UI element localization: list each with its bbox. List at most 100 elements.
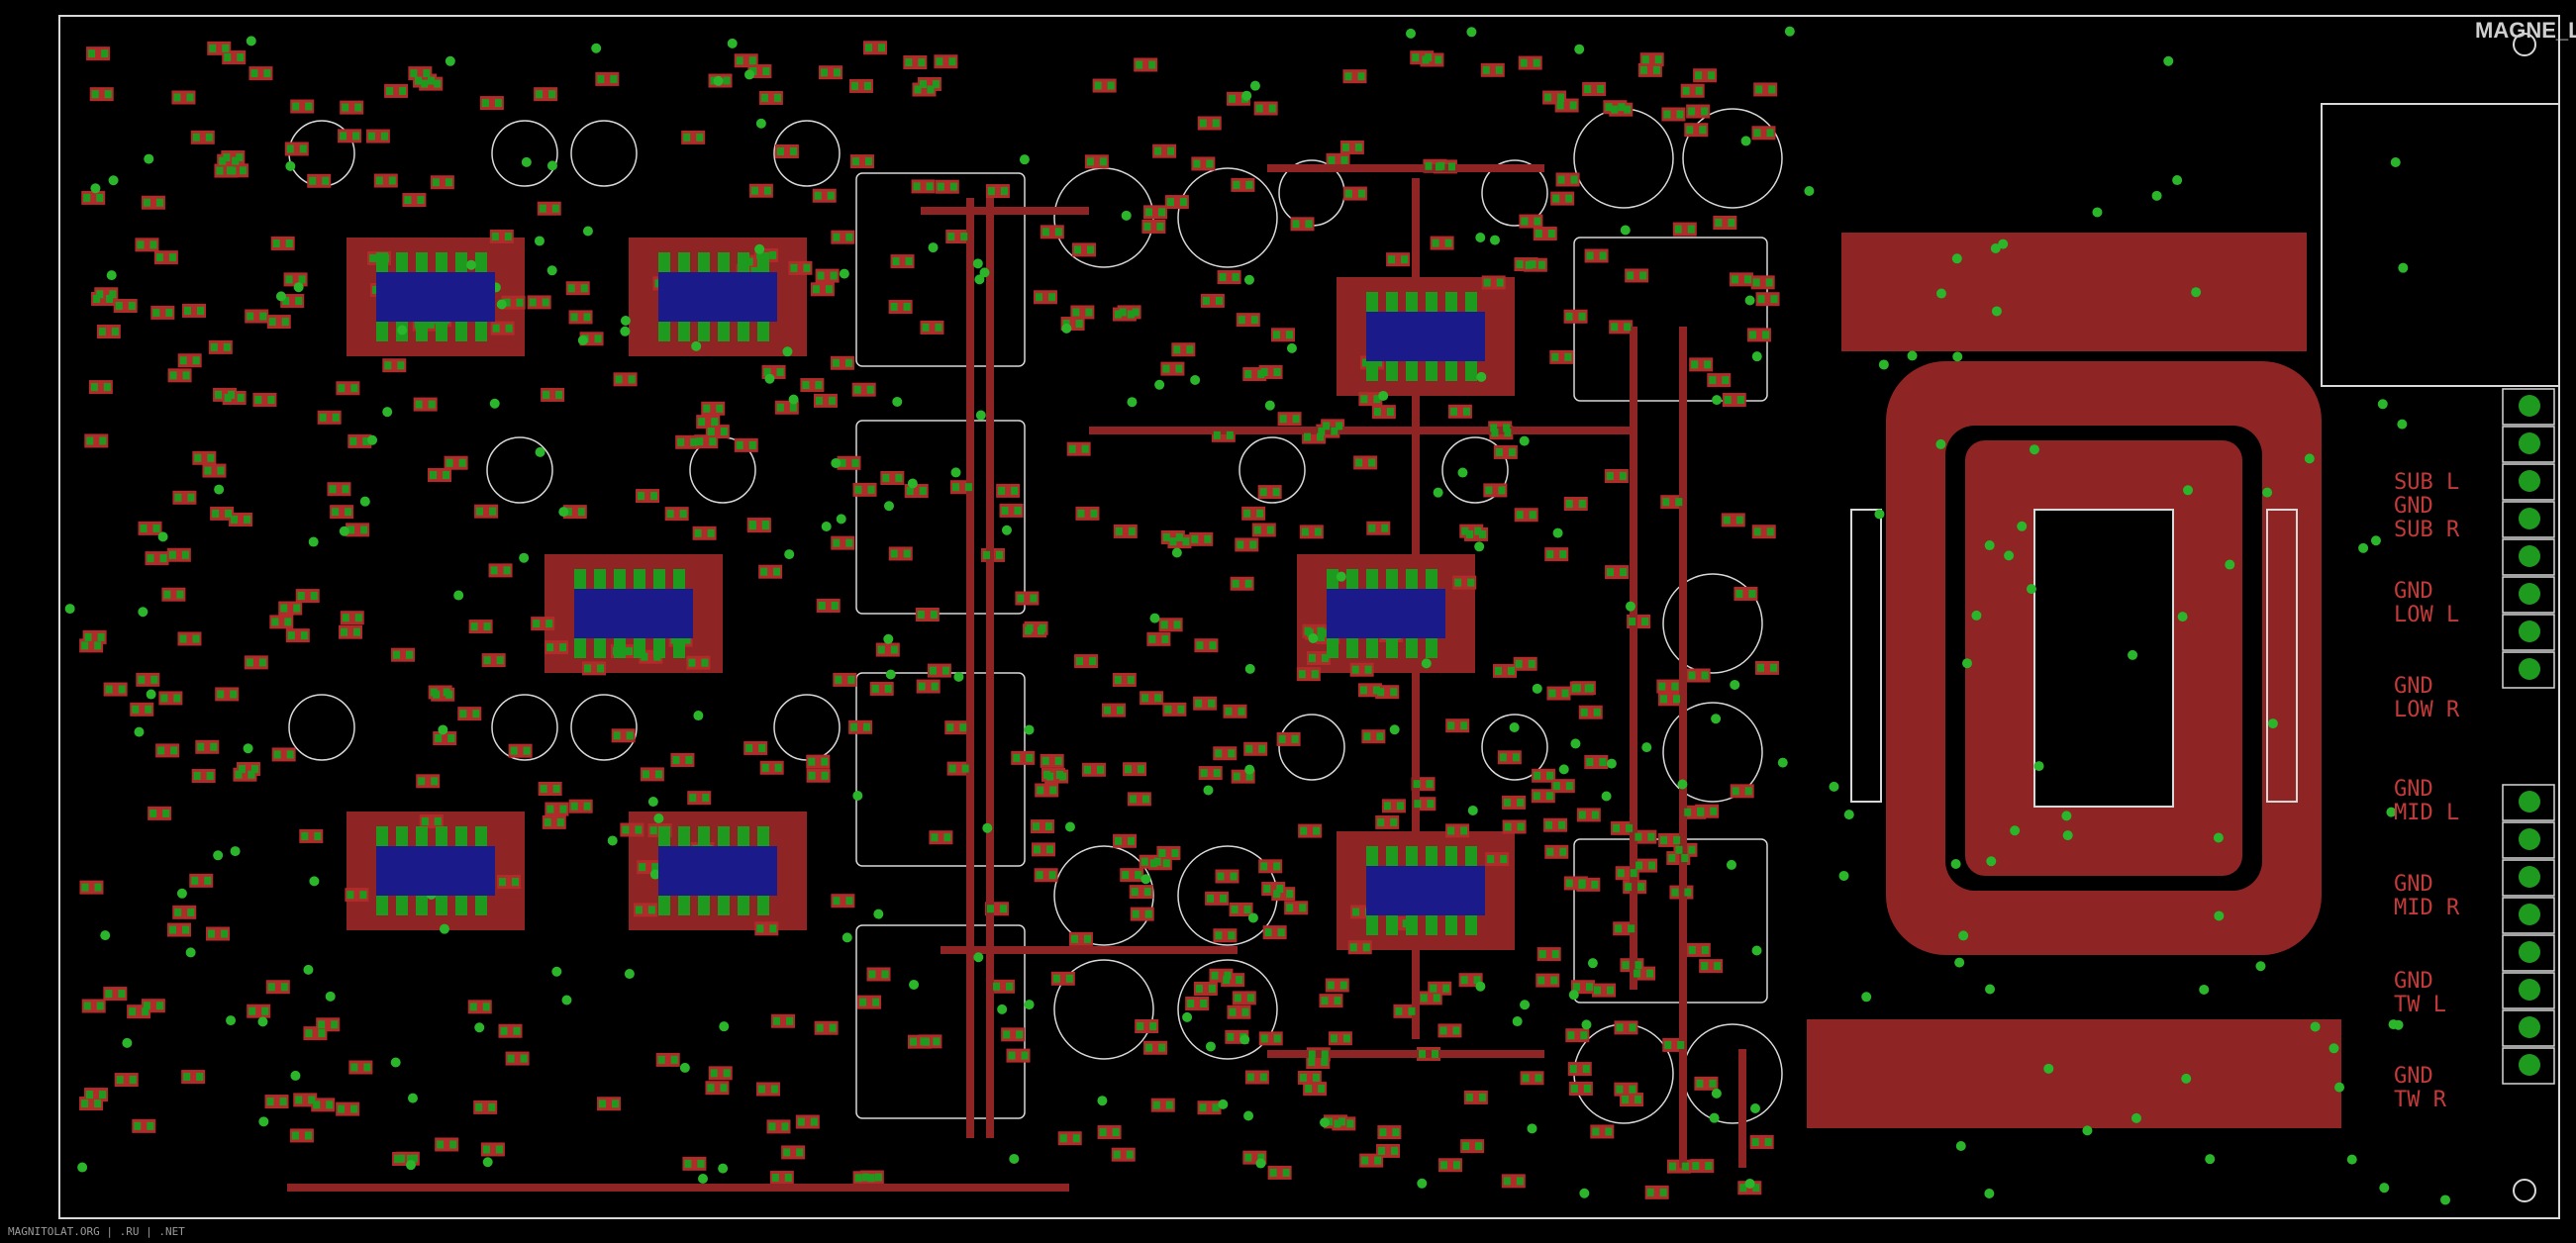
smd-pad <box>1245 180 1253 189</box>
smd-pad <box>723 76 731 85</box>
smd-pad <box>1153 857 1161 866</box>
smd-pad <box>854 1174 862 1183</box>
smd-pad <box>1466 529 1474 538</box>
smd-pad <box>1211 971 1219 980</box>
electrolytic-cap <box>486 436 553 504</box>
smd-pad <box>1145 1043 1153 1052</box>
smd-pad <box>217 466 225 475</box>
smd-pad <box>1495 447 1503 456</box>
smd-pad <box>155 198 163 207</box>
smd-pad <box>612 647 620 656</box>
smd-pad <box>417 196 425 205</box>
ic-pin <box>1445 846 1457 868</box>
smd-pad <box>1077 509 1085 518</box>
via <box>1711 1088 1722 1099</box>
smd-pad <box>483 622 491 631</box>
smd-pad <box>1639 271 1647 280</box>
smd-pad <box>490 566 498 575</box>
smd-pad <box>179 356 187 365</box>
smd-pad <box>1227 1032 1235 1041</box>
via <box>1378 390 1389 401</box>
smd-pad <box>1390 688 1398 697</box>
via <box>1878 359 1889 370</box>
smd-pad <box>105 990 113 999</box>
smd-pad <box>482 1145 490 1154</box>
smd-pad <box>1715 218 1723 227</box>
ic-pin <box>475 252 487 274</box>
smd-pad <box>1378 1146 1386 1155</box>
smd-pad <box>1035 293 1042 302</box>
smd-pad <box>993 982 1001 991</box>
via <box>1190 375 1201 386</box>
smd-pad <box>684 1159 692 1168</box>
smd-pad <box>1321 997 1329 1005</box>
via <box>1509 721 1520 732</box>
smd-pad <box>1761 331 1769 339</box>
smd-pad <box>683 133 691 142</box>
smd-pad <box>1076 657 1084 666</box>
smd-pad <box>388 176 396 185</box>
via <box>928 242 939 253</box>
smd-pad <box>304 1131 312 1140</box>
smd-pad <box>642 770 649 779</box>
smd-pad <box>1359 686 1367 695</box>
smd-pad <box>1462 1142 1470 1151</box>
via <box>144 153 154 164</box>
via <box>1467 805 1478 815</box>
smd-pad <box>496 656 504 665</box>
smd-pad <box>1119 308 1127 317</box>
smd-pad <box>1668 854 1676 863</box>
smd-pad <box>192 133 200 142</box>
smd-pad <box>1200 769 1208 778</box>
smd-pad <box>909 1037 917 1046</box>
smd-pad <box>653 652 661 661</box>
smd-pad <box>1135 871 1142 880</box>
smd-pad <box>1357 72 1365 81</box>
smd-pad <box>105 685 113 694</box>
ic-pin <box>658 252 670 274</box>
smd-pad <box>1686 126 1694 135</box>
smd-pad <box>677 437 685 446</box>
output-label-mid-l: GND MID L <box>2394 778 2459 825</box>
electrolytic-cap <box>491 694 558 761</box>
smd-pad <box>1199 119 1207 128</box>
smd-pad <box>1255 104 1263 113</box>
smd-pad <box>1011 486 1019 495</box>
smd-pad <box>930 611 938 619</box>
smd-pad <box>516 298 524 307</box>
smd-pad <box>1516 1177 1524 1186</box>
via <box>1838 870 1849 881</box>
smd-pad <box>163 590 171 599</box>
via <box>974 274 985 285</box>
smd-pad <box>216 166 224 175</box>
smd-pad <box>1548 689 1556 698</box>
via <box>1024 724 1035 735</box>
via <box>972 258 983 269</box>
ic-pin <box>718 252 730 274</box>
via <box>1990 242 2001 253</box>
via <box>246 36 256 47</box>
smd-pad <box>427 320 435 329</box>
smd-pad <box>1748 331 1756 339</box>
smd-pad <box>597 664 605 673</box>
smd-pad <box>382 253 390 262</box>
smd-pad <box>1629 1085 1636 1094</box>
via <box>1751 351 1762 362</box>
ic-pin <box>1327 569 1338 591</box>
smd-pad <box>882 473 890 482</box>
via <box>1861 992 1872 1003</box>
ic-pin <box>1406 292 1418 314</box>
via <box>1952 351 1963 362</box>
smd-pad <box>184 306 192 315</box>
smd-pad <box>187 908 195 916</box>
smd-pad <box>384 361 392 370</box>
via <box>185 947 196 958</box>
smd-pad <box>1414 800 1422 809</box>
smd-pad <box>224 53 232 62</box>
via <box>1421 658 1432 669</box>
terminal-block <box>2502 576 2555 614</box>
smd-pad <box>494 99 502 108</box>
smd-pad <box>1330 1034 1338 1043</box>
smd-pad <box>308 1096 316 1104</box>
ic-pin <box>658 894 670 915</box>
